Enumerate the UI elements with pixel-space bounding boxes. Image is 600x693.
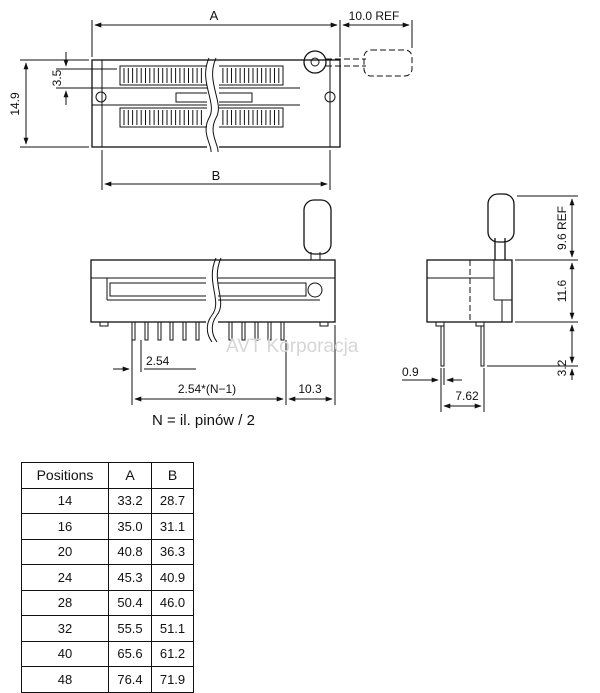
table-cell: 50.4 — [108, 589, 152, 616]
dim-row-label: 3.5 — [50, 69, 64, 86]
pin — [182, 321, 187, 341]
dim-a-label: A — [210, 8, 219, 23]
slot-row-bottom — [123, 110, 280, 125]
table-cell: 28 — [21, 589, 109, 616]
pin — [195, 321, 200, 341]
table-cell: 33.2 — [108, 487, 152, 514]
pin — [131, 321, 136, 341]
table-cell: 32 — [21, 615, 109, 642]
dim-lever-ref-label: 10.0 REF — [349, 9, 400, 23]
table-cell: 36.3 — [151, 538, 194, 565]
front-view: 2.54 2.54*(N−1) 10.3 — [90, 199, 336, 405]
dim-span-label: 2.54*(N−1) — [178, 382, 236, 396]
pin — [144, 321, 149, 341]
lever-pivot — [303, 50, 327, 74]
dim-row-spacing-label: 7.62 — [455, 389, 479, 403]
dim-body-height-label: 11.6 — [555, 279, 569, 302]
dim-pin-length-label: 3.2 — [555, 359, 569, 376]
pin — [280, 321, 285, 341]
table-cell: 20 — [21, 538, 109, 565]
table-cell: 45.3 — [108, 564, 152, 591]
table-cell: 76.4 — [108, 666, 152, 693]
table-cell: 55.5 — [108, 615, 152, 642]
dim-offset-label: 10.3 — [298, 382, 322, 396]
pin — [169, 321, 174, 341]
table-cell: 35.0 — [108, 513, 152, 540]
slot-row-top — [123, 68, 280, 83]
table-cell: 65.6 — [108, 640, 152, 667]
table-cell: 28.7 — [151, 487, 194, 514]
table-cell: 40.9 — [151, 564, 194, 591]
column-header: Positions — [21, 462, 109, 489]
table-cell: 48 — [21, 666, 109, 693]
top-view: A 10.0 REF 14.9 3.5 B — [8, 8, 413, 190]
table-cell: 46.0 — [151, 589, 194, 616]
dim-b-label: B — [212, 168, 221, 183]
pin-count-note: N = il. pinów / 2 — [152, 412, 255, 429]
lever-handle-front — [303, 199, 332, 255]
table-cell: 40.8 — [108, 538, 152, 565]
table-cell: 24 — [21, 564, 109, 591]
pin — [241, 321, 246, 341]
table-cell: 31.1 — [151, 513, 194, 540]
lever-handle-side — [487, 193, 515, 243]
lever-handle — [363, 49, 413, 77]
pin-row-front — [131, 321, 285, 341]
dim-pin-width-label: 0.9 — [402, 365, 419, 379]
pin — [228, 321, 233, 341]
side-view: 9.6 REF 11.6 3.2 0.9 7.62 — [402, 193, 578, 412]
table-cell: 40 — [21, 640, 109, 667]
table-cell: 51.1 — [151, 615, 194, 642]
table-cell: 61.2 — [151, 640, 194, 667]
pin — [267, 321, 272, 341]
table-cell: 14 — [21, 487, 109, 514]
dim-lever-height-label: 9.6 REF — [555, 206, 569, 250]
watermark: AVT Korporacja — [226, 336, 359, 357]
column-header: A — [108, 462, 152, 489]
table-header-row: Positions A B — [21, 462, 194, 489]
dim-pitch-label: 2.54 — [146, 354, 170, 368]
column-header: B — [151, 462, 194, 489]
dim-width-label: 14.9 — [8, 92, 22, 116]
pin — [157, 321, 162, 341]
pin — [254, 321, 259, 341]
table-cell: 71.9 — [151, 666, 194, 693]
table-cell: 16 — [21, 513, 109, 540]
